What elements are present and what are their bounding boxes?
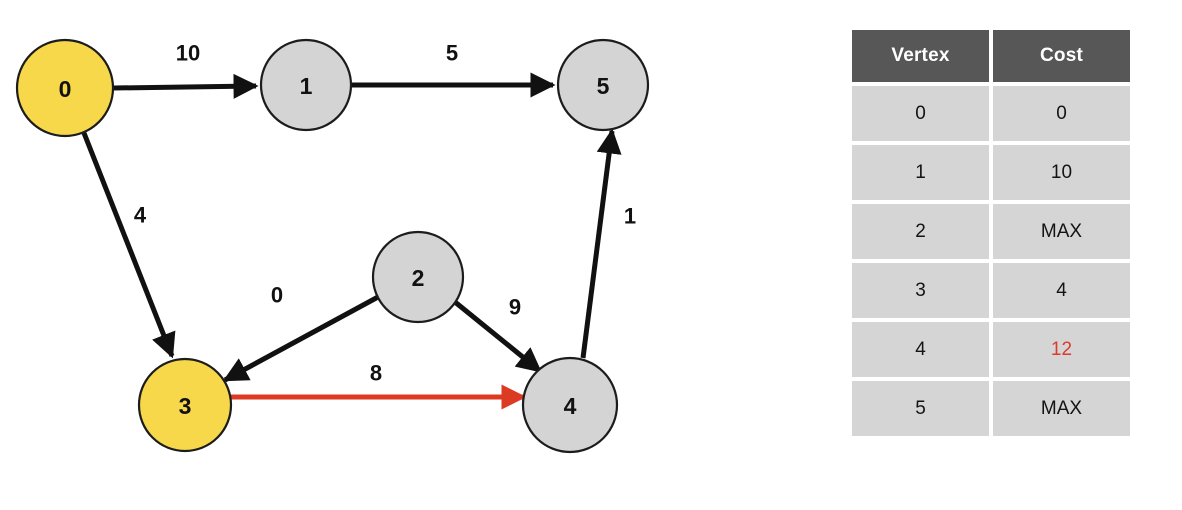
node-label-2: 2 <box>412 265 425 291</box>
cell-cost: 4 <box>993 263 1130 318</box>
cell-cost: MAX <box>993 204 1130 259</box>
edge-4-to-5 <box>580 128 622 359</box>
graph-node-2[interactable]: 2 <box>371 230 465 324</box>
node-label-0: 0 <box>59 76 72 102</box>
graph-node-1[interactable]: 1 <box>259 38 353 132</box>
cell-vertex: 4 <box>852 322 989 377</box>
edge-2-to-3 <box>222 294 380 383</box>
column-header-cost: Cost <box>993 30 1130 82</box>
cell-vertex: 2 <box>852 204 989 259</box>
graph-node-5[interactable]: 5 <box>556 38 650 132</box>
column-header-vertex: Vertex <box>852 30 989 82</box>
graph-node-4[interactable]: 4 <box>521 356 619 454</box>
cell-cost: 12 <box>993 322 1130 377</box>
cell-vertex: 0 <box>852 86 989 141</box>
edge-weight-label-4-5: 1 <box>624 204 636 229</box>
graph-node-0[interactable]: 0 <box>15 38 115 138</box>
cell-vertex: 1 <box>852 145 989 200</box>
node-circle-0[interactable] <box>15 38 115 138</box>
edge-weight-label-0-1: 10 <box>176 41 200 66</box>
node-circle-5[interactable] <box>556 38 650 132</box>
edge-weight-label-0-3: 4 <box>134 203 147 228</box>
edge-weight-label-3-4: 8 <box>370 361 382 386</box>
cell-cost: 10 <box>993 145 1130 200</box>
edge-weight-label-1-5: 5 <box>446 41 458 66</box>
edge-0-to-3 <box>81 132 176 359</box>
node-circle-1[interactable] <box>259 38 353 132</box>
edge-2-to-4 <box>453 300 542 373</box>
edges-layer <box>81 72 622 410</box>
node-label-4: 4 <box>564 393 577 419</box>
table-header-row: Vertex Cost <box>852 30 1130 82</box>
node-circle-4[interactable] <box>521 356 619 454</box>
node-label-1: 1 <box>300 73 313 99</box>
cell-cost: 0 <box>993 86 1130 141</box>
cell-vertex: 3 <box>852 263 989 318</box>
node-circle-3[interactable] <box>137 357 233 453</box>
edge-weight-label-2-3: 0 <box>271 283 283 308</box>
node-circle-2[interactable] <box>371 230 465 324</box>
node-label-5: 5 <box>597 73 610 99</box>
edge-0-to-1 <box>113 73 259 99</box>
cell-vertex: 5 <box>852 381 989 436</box>
node-label-3: 3 <box>179 393 192 419</box>
cell-cost: MAX <box>993 381 1130 436</box>
edge-weight-label-2-4: 9 <box>509 295 521 320</box>
graph-node-3[interactable]: 3 <box>137 357 233 453</box>
nodes-layer: 0 1 2 3 4 5 <box>15 38 650 454</box>
